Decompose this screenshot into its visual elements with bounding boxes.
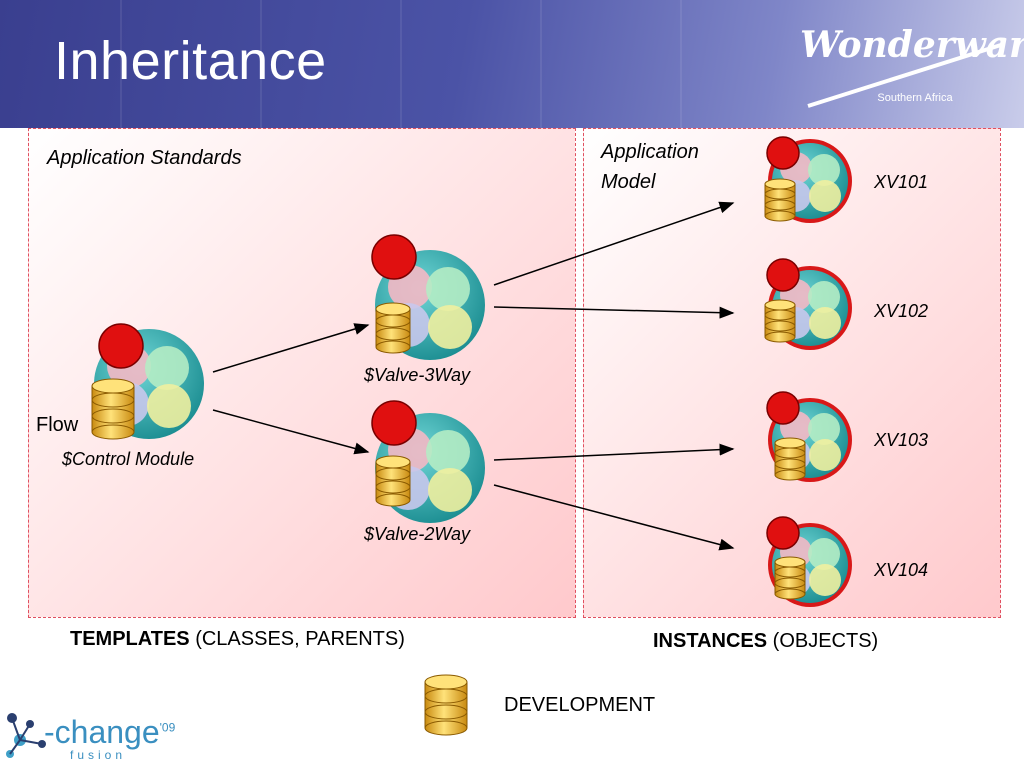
- instance-xv103-label: XV103: [874, 430, 929, 450]
- valve-3way-label: $Valve-3Way: [364, 365, 471, 385]
- header-banner: Inheritance Wonderware Southern Africa: [0, 0, 1024, 128]
- arrow-3way-to-xv102: [493, 306, 735, 319]
- arrow-2way-to-xv103: [493, 443, 735, 461]
- templates-caption: TEMPLATES (CLASSES, PARENTS): [70, 628, 405, 651]
- arrow-control-to-3way: [212, 323, 370, 373]
- instance-xv104-label: XV104: [874, 560, 929, 580]
- development-database-icon: [424, 674, 468, 736]
- templates-caption-bold: TEMPLATES: [70, 628, 190, 650]
- page-title: Inheritance: [54, 31, 327, 91]
- xchange-text: -change'09: [44, 714, 176, 750]
- wonderware-logo: Wonderware Southern Africa: [800, 14, 1024, 114]
- flow-label: Flow: [36, 414, 79, 436]
- application-standards-label: Application Standards: [47, 147, 242, 169]
- xchange-fusion-logo: -change'09 fusion: [0, 700, 240, 768]
- instance-xv101-icon: [764, 136, 852, 223]
- logo-subtitle: Southern Africa: [877, 92, 953, 104]
- inheritance-arrows: [212, 201, 735, 551]
- template-valve-2way-icon: [371, 400, 485, 523]
- template-control-module-icon: [91, 323, 204, 440]
- instance-xv102-label: XV102: [874, 301, 929, 321]
- development-legend-label: DEVELOPMENT: [504, 694, 656, 716]
- arrow-3way-to-xv101: [493, 201, 735, 286]
- instance-xv102-icon: [764, 258, 852, 350]
- instance-xv104-icon: [766, 516, 852, 607]
- instances-caption: INSTANCES (OBJECTS): [653, 630, 878, 653]
- application-model-label-line2: Model: [601, 171, 656, 193]
- instances-caption-rest: (OBJECTS): [772, 630, 879, 652]
- instance-xv103-icon: [766, 391, 852, 482]
- logo-text: Wonderware: [800, 24, 1024, 66]
- templates-caption-rest: (CLASSES, PARENTS): [195, 628, 405, 650]
- instances-caption-bold: INSTANCES: [653, 630, 768, 652]
- arrow-control-to-2way: [212, 409, 370, 455]
- instance-xv101-label: XV101: [874, 172, 929, 192]
- control-module-label: $Control Module: [62, 449, 195, 469]
- valve-2way-label: $Valve-2Way: [364, 524, 471, 544]
- arrow-2way-to-xv104: [493, 484, 735, 551]
- template-valve-3way-icon: [371, 234, 485, 360]
- fusion-text: fusion: [70, 748, 127, 762]
- application-model-label-line1: Application: [601, 141, 699, 163]
